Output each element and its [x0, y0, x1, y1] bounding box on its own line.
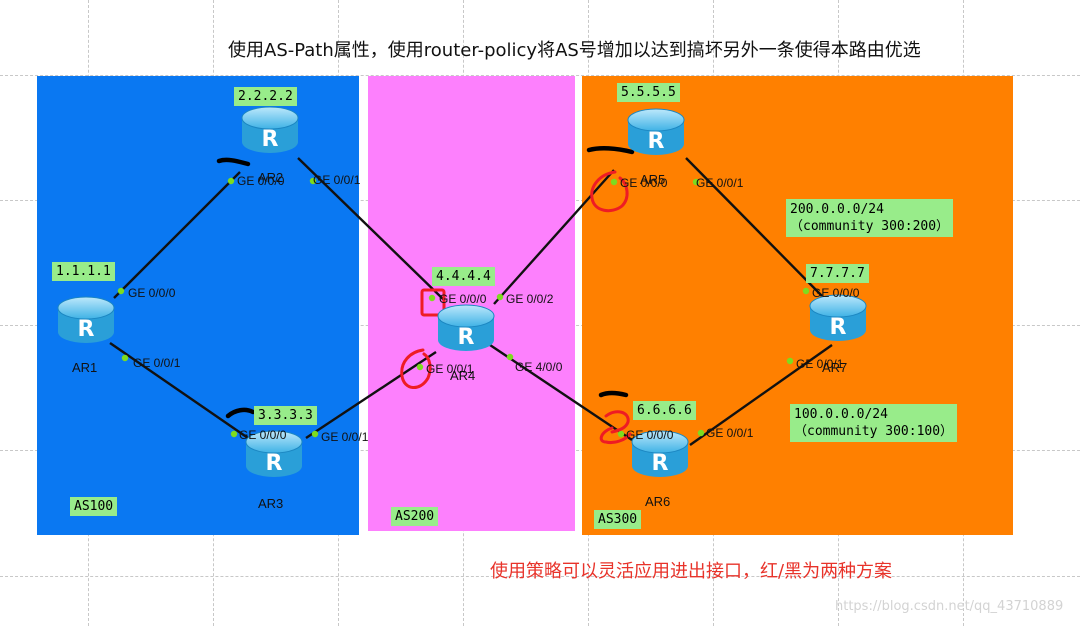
router-ar6-name: AR6 — [645, 494, 671, 509]
router-ar4-icon[interactable]: R — [436, 302, 496, 354]
port-dot — [506, 353, 514, 361]
router-icon: R — [57, 296, 115, 343]
port-dot — [121, 354, 129, 362]
red-mark — [599, 410, 632, 444]
port-dot — [786, 357, 794, 365]
router-ar4-ip: 4.4.4.4 — [432, 267, 495, 286]
router-ar3-name: AR3 — [258, 496, 284, 511]
port-label: GE 0/0/1 — [426, 362, 474, 376]
link-ar5-ar7 — [685, 157, 823, 297]
route-100-box: 100.0.0.0/24 （community 300:100） — [790, 404, 958, 442]
grid-line — [0, 576, 1080, 577]
port-dot — [697, 429, 705, 437]
port-label: GE 0/0/1 — [696, 176, 744, 190]
port-dot — [416, 363, 424, 371]
route-200-network: 200.0.0.0/24 — [790, 202, 884, 217]
port-label: GE 0/0/0 — [239, 428, 287, 442]
router-glyph: R — [262, 127, 279, 152]
red-mark — [590, 170, 629, 213]
port-dot — [428, 294, 436, 302]
router-ar7-name: AR7 — [822, 360, 848, 375]
as200-label: AS200 — [391, 507, 439, 526]
black-mark — [598, 390, 629, 398]
link-ar2-ar4 — [297, 157, 445, 301]
router-icon: R — [437, 304, 495, 351]
page-title: 使用AS-Path属性，使用router-policy将AS号增加以达到搞坏另外… — [228, 40, 921, 61]
port-dot — [617, 430, 625, 438]
port-dot — [610, 178, 618, 186]
router-icon: R — [245, 430, 303, 477]
port-label: GE 0/0/1 — [796, 357, 844, 371]
route-100-network: 100.0.0.0/24 — [794, 407, 888, 422]
link-ar3-ar4 — [305, 350, 437, 440]
router-icon: R — [631, 430, 689, 477]
port-dot — [309, 177, 317, 185]
port-label: GE 0/0/0 — [237, 174, 285, 188]
port-label: GE 4/0/0 — [515, 360, 563, 374]
port-dot — [802, 287, 810, 295]
link-ar1-ar3 — [109, 342, 249, 439]
port-label: GE 0/0/1 — [706, 426, 754, 440]
port-label: GE 0/0/0 — [620, 176, 668, 190]
router-glyph: R — [78, 317, 95, 342]
as200-zone — [368, 76, 575, 531]
router-glyph: R — [830, 315, 847, 340]
router-glyph: R — [652, 451, 669, 476]
router-ar7-icon[interactable]: R — [808, 292, 868, 344]
red-mark — [400, 348, 432, 389]
red-mark — [420, 288, 446, 317]
port-label: GE 0/0/0 — [626, 428, 674, 442]
black-mark — [225, 407, 256, 419]
port-label: GE 0/0/1 — [321, 430, 369, 444]
route-200-community: （community 300:200） — [790, 219, 950, 234]
router-ar5-icon[interactable]: R — [626, 106, 686, 158]
port-dot — [692, 178, 700, 186]
as300-label: AS300 — [594, 510, 642, 529]
port-label: GE 0/0/2 — [506, 292, 554, 306]
router-ar5-name: AR5 — [640, 172, 666, 187]
port-dot — [311, 430, 319, 438]
strategy-note: 使用策略可以灵活应用进出接口，红/黑为两种方案 — [490, 561, 893, 582]
router-ar2-name: AR2 — [258, 170, 284, 185]
router-ar1-icon[interactable]: R — [56, 294, 116, 346]
port-dot — [496, 293, 504, 301]
port-label: GE 0/0/1 — [313, 173, 361, 187]
black-mark — [586, 146, 635, 155]
black-mark — [216, 157, 251, 167]
router-ar4-name: AR4 — [450, 368, 476, 383]
router-glyph: R — [266, 451, 283, 476]
router-ar2-icon[interactable]: R — [240, 104, 300, 156]
link-ar4-ar6 — [489, 344, 633, 441]
port-label: GE 0/0/0 — [128, 286, 176, 300]
router-glyph: R — [648, 129, 665, 154]
router-ar7-ip: 7.7.7.7 — [806, 264, 869, 283]
port-dot — [117, 287, 125, 295]
router-icon: R — [241, 106, 299, 153]
port-dot — [227, 177, 235, 185]
port-label: GE 0/0/0 — [439, 292, 487, 306]
router-ar1-name: AR1 — [72, 360, 98, 375]
port-label: GE 0/0/1 — [133, 356, 181, 370]
grid-line — [0, 75, 1080, 76]
router-ar6-ip: 6.6.6.6 — [633, 401, 696, 420]
router-icon: R — [809, 294, 867, 341]
port-label: GE 0/0/0 — [812, 286, 860, 300]
router-icon: R — [627, 108, 685, 155]
route-200-box: 200.0.0.0/24 （community 300:200） — [786, 199, 954, 237]
router-ar3-ip: 3.3.3.3 — [254, 406, 317, 425]
route-100-community: （community 300:100） — [794, 424, 954, 439]
watermark: https://blog.csdn.net/qq_43710889 — [835, 599, 1064, 614]
router-ar5-ip: 5.5.5.5 — [617, 83, 680, 102]
router-ar6-icon[interactable]: R — [630, 428, 690, 480]
link-ar4-ar5 — [493, 169, 615, 305]
as100-label: AS100 — [70, 497, 118, 516]
router-glyph: R — [458, 325, 475, 350]
port-dot — [230, 430, 238, 438]
router-ar1-ip: 1.1.1.1 — [52, 262, 115, 281]
link-ar1-ar2 — [113, 171, 241, 299]
link-ar6-ar7 — [689, 344, 833, 446]
router-ar3-icon[interactable]: R — [244, 428, 304, 480]
router-ar2-ip: 2.2.2.2 — [234, 87, 297, 106]
